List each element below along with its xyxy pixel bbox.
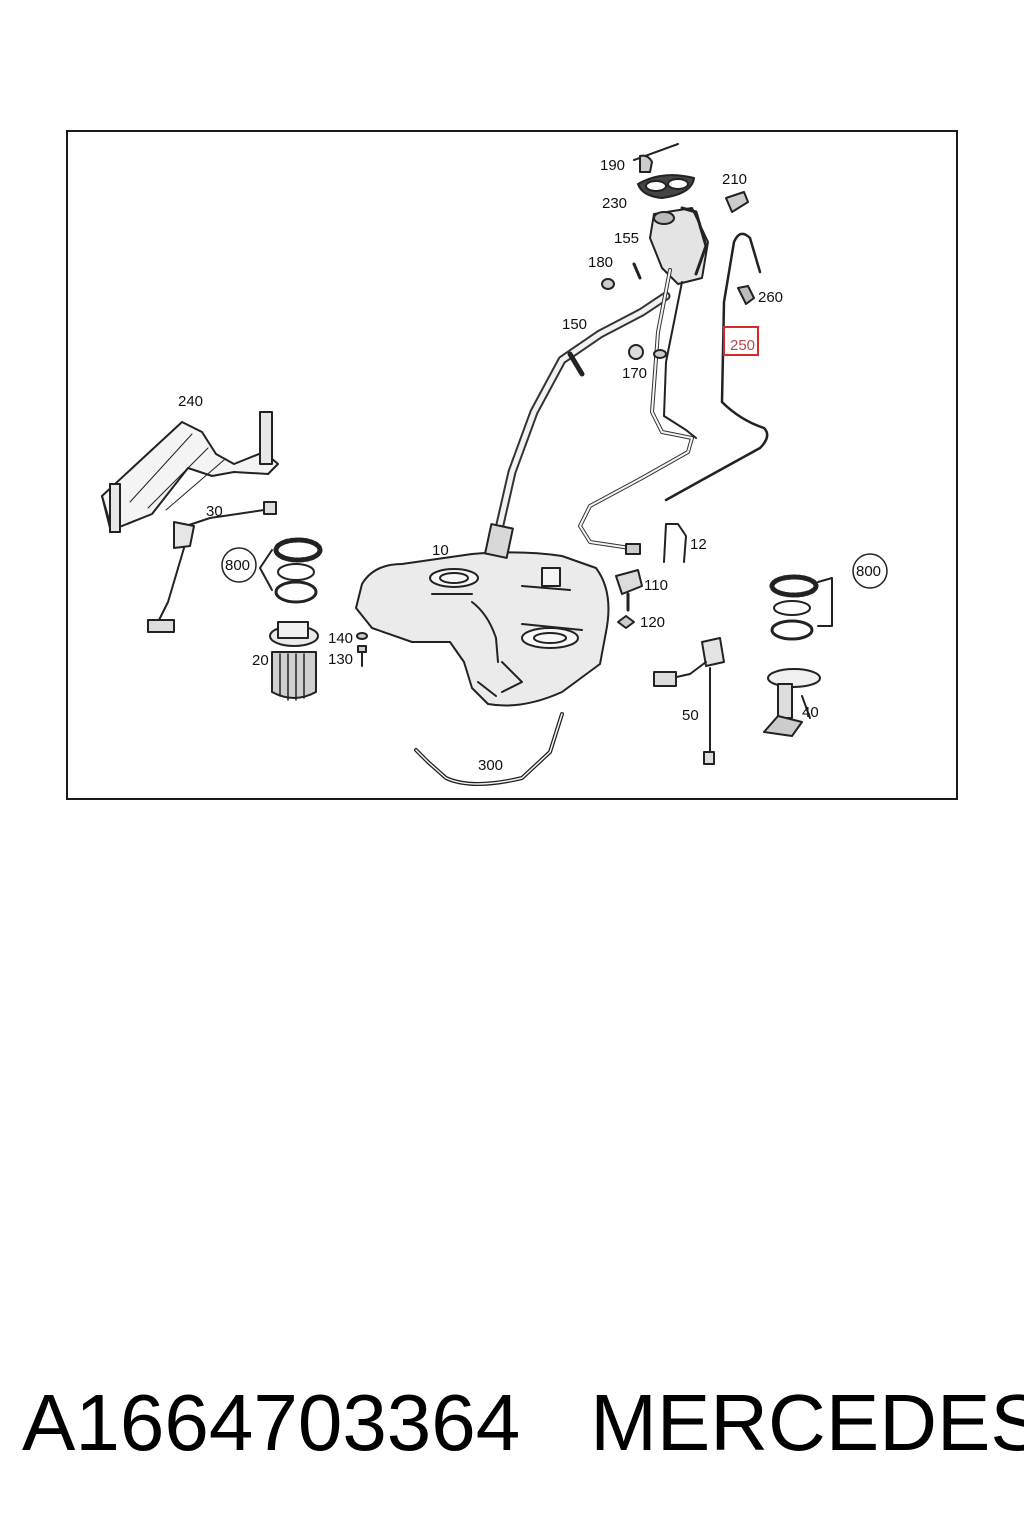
clip-260 [737,285,755,305]
callout-150: 150 [562,316,587,333]
callout-230: 230 [602,195,627,212]
callout-circle-800-right [852,553,888,589]
callout-140: 140 [328,630,353,647]
callout-300: 300 [478,757,503,774]
callout-190: 190 [600,157,625,174]
filler-tube-150 [484,291,671,559]
callout-800-left: 800 [225,557,250,574]
callout-50: 50 [682,707,699,724]
callout-260: 260 [758,289,783,306]
callout-155: 155 [614,230,639,247]
callout-110: 110 [644,577,668,594]
line-250 [664,232,769,502]
callout-40: 40 [802,704,819,721]
sensor-30 [147,501,277,633]
fuel-sender-40 [763,668,821,737]
highlight-box-250 [723,326,759,356]
filler-neck-assembly [601,143,709,290]
callout-800-right: 800 [856,563,881,580]
fuel-pump-20 [269,621,319,701]
callout-130: 130 [328,651,353,668]
part-number: A1664703364 [22,1378,521,1467]
grommet-210 [725,191,749,213]
callout-30: 30 [206,503,223,520]
callout-210: 210 [722,171,747,188]
callout-170: 170 [622,365,647,382]
valve-110 [615,569,643,629]
bracket-12 [663,523,687,563]
callout-250: 250 [730,337,755,354]
part-caption: A1664703364 MERCEDES [22,1368,1024,1478]
brand-name: MERCEDES [590,1378,1024,1467]
callout-12: 12 [690,536,707,553]
fuel-tank-10 [355,551,610,707]
callout-10: 10 [432,542,449,559]
parts-diagram: 190 230 210 155 180 260 150 250 170 240 … [101,143,888,786]
heat-shield-240 [101,411,279,533]
sensor-50 [653,637,725,765]
callout-240: 240 [178,393,203,410]
vent-lines [578,268,697,555]
strap-300 [414,712,564,786]
seal-kit-800-right [769,574,833,641]
parts-diagram-frame: 190 230 210 155 180 260 150 250 170 240 … [66,130,958,800]
seal-kit-800-left [259,537,323,604]
callout-circle-800-left [221,547,257,583]
callout-120: 120 [640,614,665,631]
fasteners-140-130 [356,632,368,667]
callout-180: 180 [588,254,613,271]
callout-20: 20 [252,652,269,669]
